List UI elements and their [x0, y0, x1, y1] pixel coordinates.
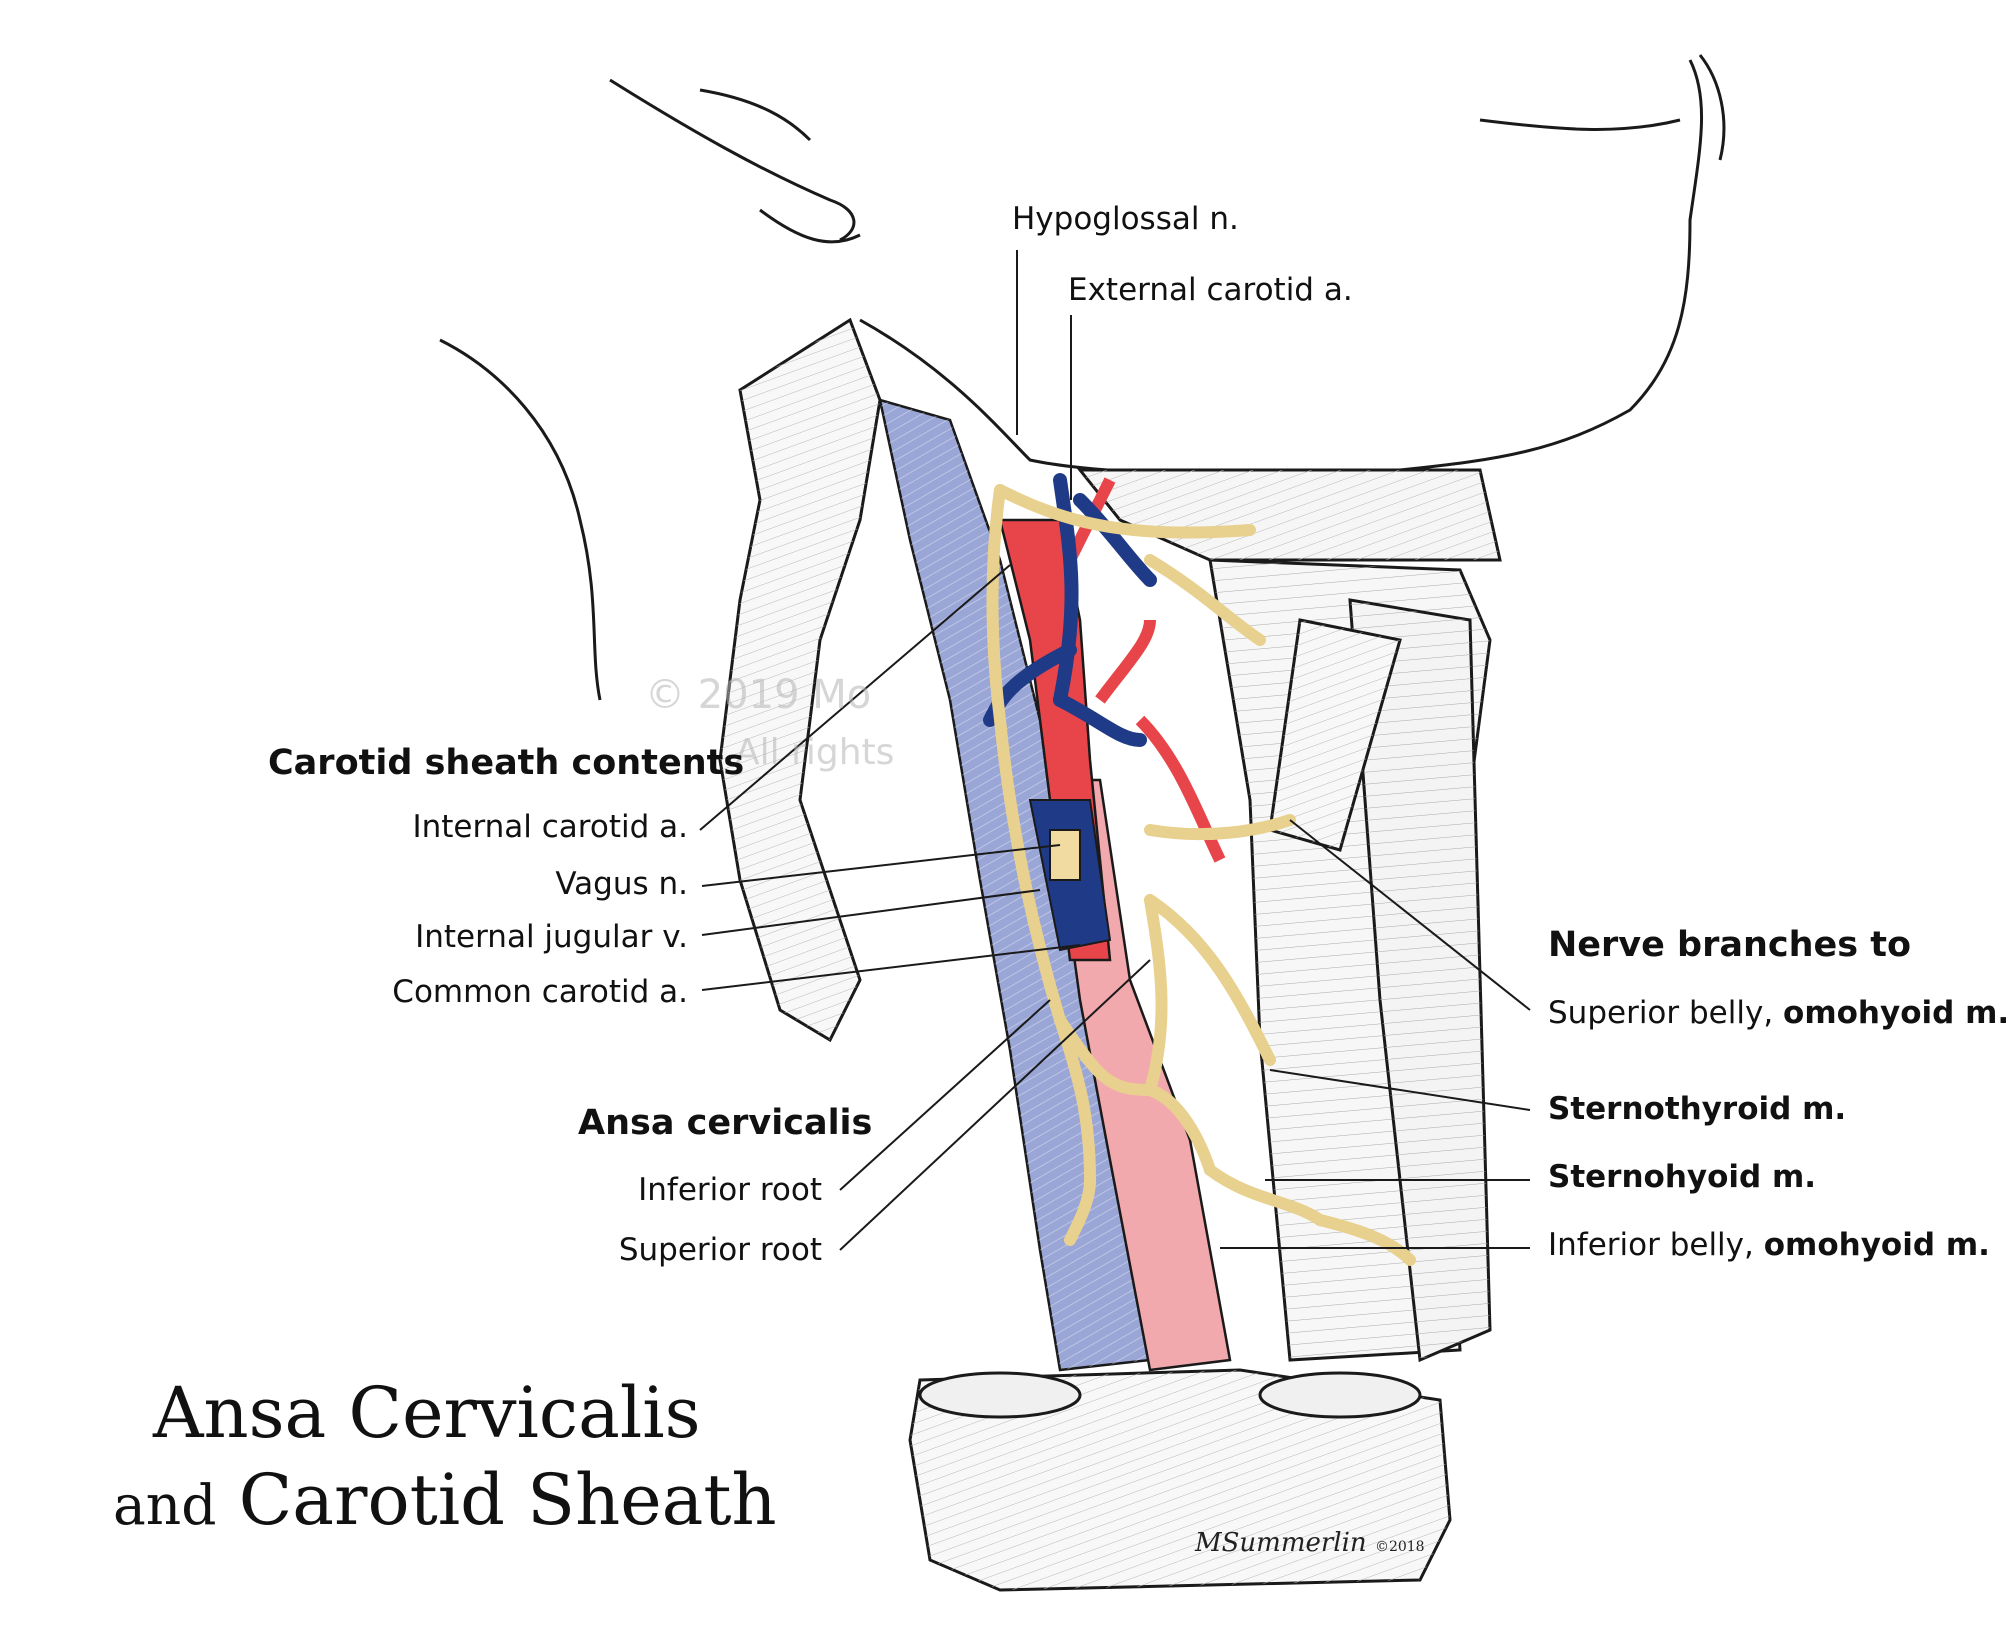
label-superior-belly: Superior belly, omohyoid m. — [1548, 998, 2009, 1029]
label-inferior-belly: Inferior belly, omohyoid m. — [1548, 1230, 1990, 1261]
label-superior-root: Superior root — [618, 1232, 822, 1268]
carotid-sheath-heading: Carotid sheath contents — [268, 743, 745, 783]
leader-lines — [699, 250, 1531, 1251]
title-and: and — [113, 1473, 217, 1537]
label-sternohyoid: Sternohyoid m. — [1548, 1159, 1817, 1195]
watermark-line2: All rights — [735, 732, 895, 773]
watermark-line1: © 2019 Mo — [645, 672, 872, 718]
label-hypoglossal: Hypoglossal n. — [1012, 201, 1239, 237]
title-carotid-sheath: Carotid Sheath — [238, 1459, 777, 1541]
superior-belly-muscle: omohyoid m. — [1783, 995, 2010, 1031]
figure-title-line2: and Carotid Sheath — [113, 1465, 777, 1535]
label-external-carotid: External carotid a. — [1068, 272, 1353, 308]
signature-name: MSummerlin — [1195, 1528, 1367, 1558]
clavicle-block — [908, 1368, 1452, 1592]
superior-belly-text: Superior belly, — [1548, 995, 1784, 1031]
label-inferior-root: Inferior root — [638, 1172, 822, 1208]
label-internal-carotid: Internal carotid a. — [412, 809, 688, 845]
artist-signature: MSummerlin ©2018 — [1195, 1528, 1425, 1558]
jaw-outline — [439, 54, 1726, 701]
nerves — [986, 484, 1416, 1266]
label-internal-jugular: Internal jugular v. — [415, 919, 688, 955]
label-common-carotid: Common carotid a. — [392, 974, 688, 1010]
label-vagus: Vagus n. — [555, 866, 688, 902]
ansa-heading: Ansa cervicalis — [578, 1103, 873, 1143]
signature-year: ©2018 — [1374, 1539, 1425, 1555]
vagus-nerve — [1049, 829, 1081, 881]
sternocleidomastoid-flap — [718, 317, 882, 1043]
inferior-belly-text: Inferior belly, — [1548, 1227, 1764, 1263]
label-sternothyroid: Sternothyroid m. — [1548, 1091, 1847, 1127]
inferior-belly-muscle: omohyoid m. — [1763, 1227, 1990, 1263]
figure-title-line1: Ansa Cervicalis — [153, 1372, 701, 1454]
strap-muscles — [1076, 468, 1502, 1363]
nerve-branches-heading: Nerve branches to — [1548, 925, 1912, 965]
